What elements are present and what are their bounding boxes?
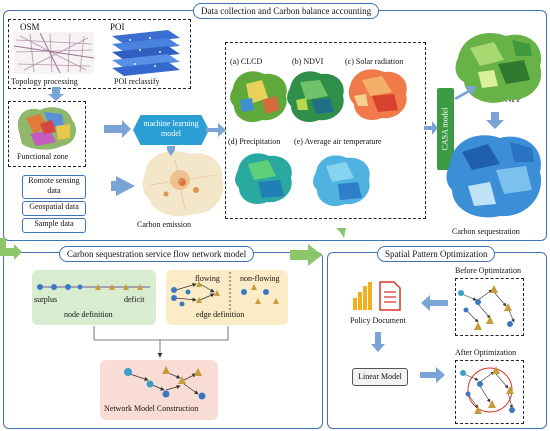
- remote-sensing-data-box: Romote sensing data: [22, 175, 86, 199]
- osm-street-map: [13, 32, 95, 74]
- casa-model-box: [437, 88, 454, 170]
- osm-poi-box: [8, 19, 191, 89]
- sample-data-box: Sample data: [22, 218, 86, 233]
- policy-document-icon: [353, 281, 401, 311]
- geospatial-data-box: Geospatial data: [22, 201, 86, 216]
- flow-network-title: Carbon sequestration service flow networ…: [59, 246, 255, 262]
- after-optimization-network: [460, 366, 515, 414]
- linear-model-box: Linear Model: [352, 368, 408, 386]
- network-construction-label: Network Model Construction: [104, 404, 199, 413]
- before-optimization-box: [455, 278, 524, 336]
- remote-sensing-text: Romote sensing data: [28, 176, 80, 195]
- topology-label: Topology processing: [11, 77, 78, 86]
- factor-maps-box: [225, 42, 426, 219]
- node-definition-label: node definition: [64, 310, 113, 319]
- functional-zone-map: [17, 107, 77, 150]
- edge-definition-graphic: [171, 272, 279, 312]
- linear-model-text: Linear Model: [358, 372, 402, 381]
- deficit-label: deficit: [124, 295, 145, 304]
- precipitation-label: (d) Precipitation: [228, 137, 281, 146]
- top-flow-arrows: [48, 86, 504, 196]
- poi-layers-image: [112, 30, 180, 76]
- after-optimization-box: [455, 360, 524, 424]
- poi-reclassify-label: POI reclassify: [114, 77, 160, 86]
- sample-text: Sample data: [34, 219, 74, 228]
- node-definition-graphic: [37, 284, 150, 290]
- temperature-label: (e) Average air temperature: [294, 137, 382, 146]
- green-section-arrows: [0, 228, 346, 266]
- solar-label: (c) Solar radiation: [345, 57, 404, 66]
- spatial-optimization-title: Spatial Pattern Optimization: [377, 246, 496, 262]
- surplus-label: surplus: [34, 295, 58, 304]
- before-optimization-network: [458, 285, 515, 330]
- clcd-map: [230, 71, 287, 123]
- policy-document-label: Policy Document: [350, 316, 406, 325]
- temperature-map: [313, 155, 370, 207]
- non-flowing-label: non-flowing: [240, 274, 280, 283]
- geospatial-text: Geospatial data: [29, 202, 79, 211]
- functional-zone-label: Functional zone: [17, 152, 69, 161]
- network-connectors: [93, 326, 229, 358]
- node-definition-panel: [32, 270, 156, 325]
- ndvi-label: (b) NDVI: [292, 57, 324, 66]
- functional-zone-box: [8, 101, 86, 167]
- edge-definition-label: edge definition: [196, 310, 245, 319]
- edge-definition-panel: [166, 270, 288, 325]
- after-optimization-label: After Optimization: [455, 348, 517, 357]
- carbon-emission-label: Carbon emission: [137, 220, 191, 229]
- ndvi-map: [287, 71, 344, 123]
- data-collection-title: Data collection and Carbon balance accou…: [193, 3, 380, 19]
- poi-label: POI: [110, 22, 125, 32]
- carbon-sequestration-label: Carbon sequestration: [452, 227, 520, 236]
- osm-label: OSM: [20, 22, 40, 32]
- npp-map: [455, 32, 542, 103]
- carbon-sequestration-map: [446, 135, 542, 218]
- solar-radiation-map: [348, 69, 407, 121]
- machine-learning-model-box: [133, 115, 209, 145]
- before-optimization-label: Before Optimization: [455, 266, 521, 275]
- precipitation-map: [235, 153, 292, 205]
- carbon-emission-map: [142, 151, 224, 217]
- optimization-arrows: [371, 295, 448, 383]
- flowing-label: flowing: [195, 274, 220, 283]
- ml-model-label: machine learning model: [143, 119, 199, 138]
- clcd-label: (a) CLCD: [230, 57, 263, 66]
- network-model-graphic: [124, 366, 206, 400]
